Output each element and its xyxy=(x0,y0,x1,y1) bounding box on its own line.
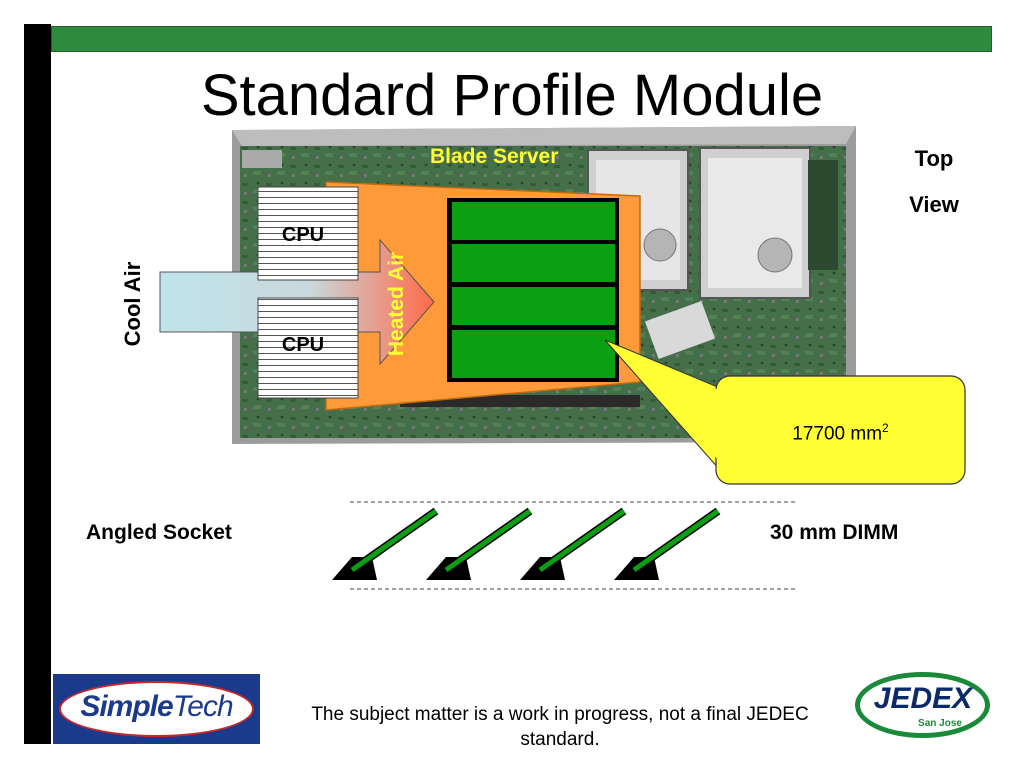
cpu-label-bottom: CPU xyxy=(281,334,325,356)
dimm-stack xyxy=(447,198,619,382)
dimm-size-label: 30 mm DIMM xyxy=(770,521,899,544)
dimm-module xyxy=(452,244,615,282)
cool-air-label: Cool Air xyxy=(120,261,145,347)
simpletech-logo: SimpleTech xyxy=(53,674,260,744)
callout-value: 17700 mm xyxy=(792,423,883,445)
cpu-label-top: CPU xyxy=(281,224,325,246)
heated-air-label: Heated Air xyxy=(385,251,408,357)
angled-socket-4 xyxy=(614,507,721,580)
dimm-module xyxy=(452,287,615,325)
logo-sanjose-text: San Jose xyxy=(918,718,962,729)
dimm-module xyxy=(452,202,615,240)
cpu-heatsink-bottom xyxy=(257,297,359,399)
angled-socket-2 xyxy=(426,507,533,580)
slide-title: Standard Profile Module xyxy=(200,63,824,128)
top-view-label-line2: View xyxy=(909,192,959,217)
logo-jedex-text: JEDEX xyxy=(873,682,973,715)
hard-drive-right xyxy=(699,147,811,299)
callout-superscript: 2 xyxy=(882,421,889,435)
angled-socket-1 xyxy=(332,507,439,580)
angled-socket-3 xyxy=(520,507,627,580)
angled-socket-label: Angled Socket xyxy=(86,521,232,544)
logo-tech-text: Tech xyxy=(172,690,234,723)
area-callout xyxy=(604,339,966,485)
left-accent-bar xyxy=(24,24,51,744)
dimm-module xyxy=(452,330,615,378)
cpu-heatsink-top xyxy=(257,186,359,281)
logo-simple-text: Simple xyxy=(80,690,173,723)
blade-server-label: Blade Server xyxy=(430,145,559,168)
top-view-label-line1: Top xyxy=(914,146,954,171)
callout-area-text: 17700 mm2 xyxy=(716,421,965,445)
top-accent-bar xyxy=(51,26,992,52)
footer-disclaimer: The subject matter is a work in progress… xyxy=(311,704,809,750)
jedex-logo: JEDEX San Jose xyxy=(855,672,990,738)
